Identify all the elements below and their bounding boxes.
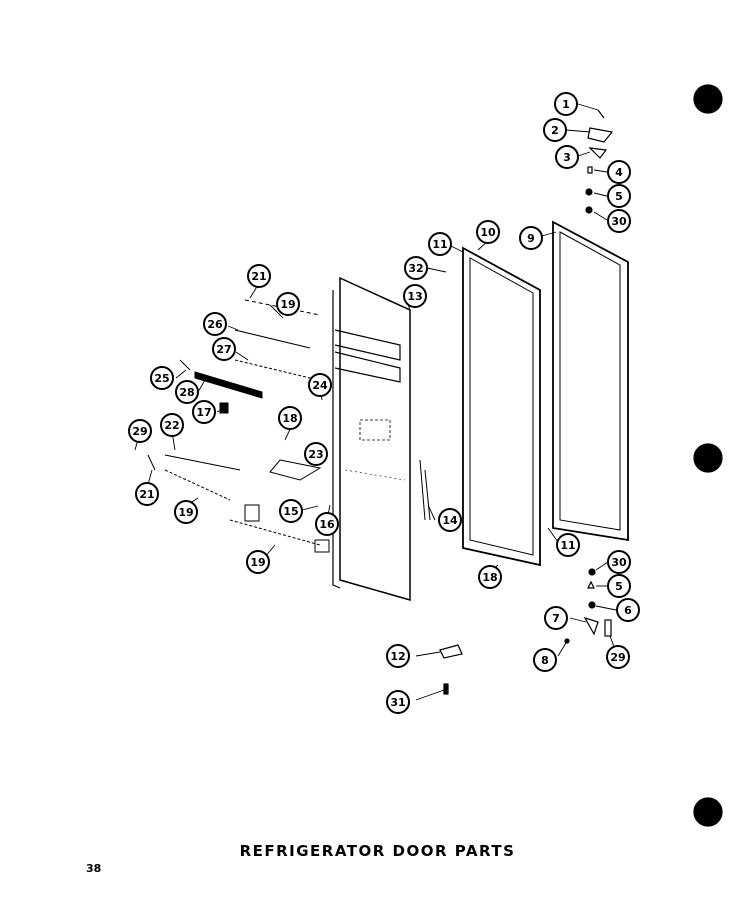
callout: 3 bbox=[555, 145, 579, 169]
svg-text:30: 30 bbox=[611, 215, 627, 228]
svg-text:22: 22 bbox=[164, 419, 179, 432]
callout: 5 bbox=[607, 574, 631, 598]
svg-text:8: 8 bbox=[541, 654, 549, 667]
callout: 10 bbox=[476, 220, 500, 244]
callout: 19 bbox=[174, 500, 198, 524]
callout: 30 bbox=[607, 209, 631, 233]
svg-text:11: 11 bbox=[560, 539, 575, 552]
callout: 30 bbox=[607, 550, 631, 574]
svg-text:2: 2 bbox=[551, 124, 559, 137]
svg-text:24: 24 bbox=[312, 379, 328, 392]
callout: 22 bbox=[160, 413, 184, 437]
callout: 31 bbox=[386, 690, 410, 714]
svg-text:30: 30 bbox=[611, 556, 627, 569]
callout: 19 bbox=[246, 550, 270, 574]
svg-text:19: 19 bbox=[280, 298, 295, 311]
svg-text:10: 10 bbox=[480, 226, 496, 239]
callout: 23 bbox=[304, 442, 328, 466]
callout: 11 bbox=[556, 533, 580, 557]
svg-text:23: 23 bbox=[308, 448, 323, 461]
callout: 7 bbox=[544, 606, 568, 630]
svg-text:14: 14 bbox=[442, 514, 458, 527]
svg-text:18: 18 bbox=[482, 571, 497, 584]
callout: 9 bbox=[519, 226, 543, 250]
callouts: 1 2 3 4 5 30 9 10 11 32 13 21 19 26 27 2… bbox=[128, 92, 640, 714]
callout: 4 bbox=[607, 160, 631, 184]
callout: 8 bbox=[533, 648, 557, 672]
callout: 11 bbox=[428, 232, 452, 256]
callout: 21 bbox=[247, 264, 271, 288]
svg-text:18: 18 bbox=[282, 412, 297, 425]
svg-text:15: 15 bbox=[283, 505, 298, 518]
svg-text:16: 16 bbox=[319, 518, 335, 531]
callout: 6 bbox=[616, 598, 640, 622]
outer-door-panel bbox=[552, 220, 629, 542]
door-gasket bbox=[462, 246, 541, 567]
svg-text:12: 12 bbox=[390, 650, 405, 663]
svg-text:9: 9 bbox=[527, 232, 535, 245]
svg-text:29: 29 bbox=[132, 425, 147, 438]
diagram-title: REFRIGERATOR DOOR PARTS bbox=[239, 842, 516, 860]
svg-text:25: 25 bbox=[154, 372, 169, 385]
callout: 15 bbox=[279, 499, 303, 523]
svg-text:19: 19 bbox=[178, 506, 193, 519]
svg-text:4: 4 bbox=[615, 166, 623, 179]
callout: 5 bbox=[607, 184, 631, 208]
callout: 27 bbox=[212, 337, 236, 361]
leader-lines bbox=[134, 103, 617, 701]
callout: 14 bbox=[438, 508, 462, 532]
page-number: 38 bbox=[86, 862, 102, 875]
callout: 21 bbox=[135, 482, 159, 506]
svg-text:31: 31 bbox=[390, 696, 405, 709]
callout: 12 bbox=[386, 644, 410, 668]
inner-door-liner bbox=[332, 276, 411, 601]
callout: 17 bbox=[192, 400, 216, 424]
door-shelf-assembly bbox=[147, 299, 431, 553]
svg-text:21: 21 bbox=[139, 488, 154, 501]
callout: 29 bbox=[128, 419, 152, 443]
callout: 26 bbox=[203, 312, 227, 336]
callout: 16 bbox=[315, 512, 339, 536]
svg-text:5: 5 bbox=[615, 190, 623, 203]
svg-text:21: 21 bbox=[251, 270, 266, 283]
callout: 32 bbox=[404, 256, 428, 280]
callout: 1 bbox=[554, 92, 578, 116]
binder-hole bbox=[693, 797, 723, 827]
binder-hole bbox=[693, 443, 723, 473]
svg-text:1: 1 bbox=[562, 98, 570, 111]
svg-text:7: 7 bbox=[552, 612, 560, 625]
svg-text:17: 17 bbox=[196, 406, 211, 419]
callout: 29 bbox=[606, 645, 630, 669]
svg-text:13: 13 bbox=[407, 290, 422, 303]
hinge-hardware bbox=[439, 109, 614, 695]
svg-text:26: 26 bbox=[207, 318, 223, 331]
callout: 18 bbox=[478, 565, 502, 589]
svg-text:11: 11 bbox=[432, 238, 447, 251]
callout: 18 bbox=[278, 406, 302, 430]
binder-hole bbox=[693, 84, 723, 114]
callout: 24 bbox=[308, 373, 332, 397]
callout: 25 bbox=[150, 366, 174, 390]
svg-text:3: 3 bbox=[563, 151, 571, 164]
svg-text:6: 6 bbox=[624, 604, 632, 617]
svg-text:27: 27 bbox=[216, 343, 231, 356]
svg-text:19: 19 bbox=[250, 556, 265, 569]
svg-text:5: 5 bbox=[615, 580, 623, 593]
svg-text:32: 32 bbox=[408, 262, 423, 275]
callout: 2 bbox=[543, 118, 567, 142]
callout: 28 bbox=[175, 380, 199, 404]
svg-text:29: 29 bbox=[610, 651, 625, 664]
callout: 19 bbox=[276, 292, 300, 316]
callout: 13 bbox=[403, 284, 427, 308]
svg-text:28: 28 bbox=[179, 386, 194, 399]
